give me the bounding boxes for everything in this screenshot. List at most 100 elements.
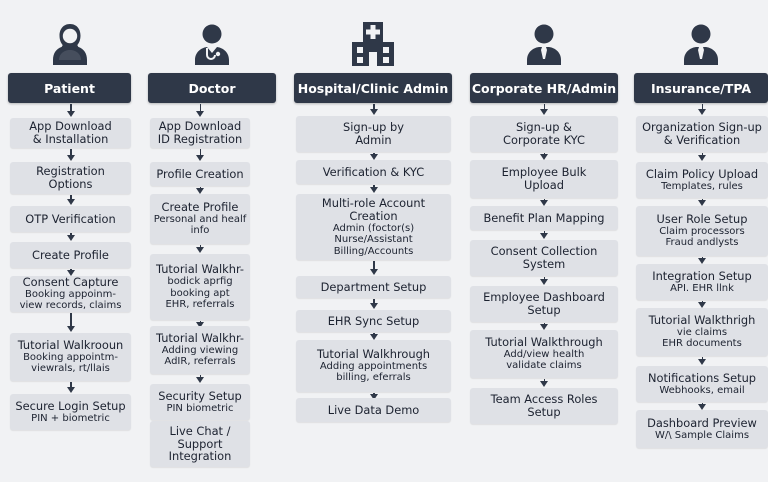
step-detail: Booking appointm- <box>23 351 118 363</box>
step-title: Corporate KYC <box>503 133 585 147</box>
step-title: Sign-up by <box>343 120 404 135</box>
step-title: Create Profile <box>32 247 109 262</box>
step-detail: Fraud andlysts <box>665 237 739 249</box>
step-title: & Verification <box>663 133 741 147</box>
step-title: Sign-up & <box>516 120 572 135</box>
flow-step: Department Setup <box>296 276 451 298</box>
step-title: Consent Collection <box>490 244 598 259</box>
step-title: Tutorial Walkhrough <box>316 347 431 362</box>
step-detail: Claim processors <box>659 225 745 237</box>
step-detail: Nurse/Assistant <box>334 234 413 246</box>
step-title: Benefit Plan Mapping <box>483 210 605 225</box>
step-title: Support <box>177 436 223 451</box>
step-detail: Booking appoinm- <box>25 288 116 300</box>
step-title: Registration <box>36 164 105 179</box>
step-title: Secure Login Setup <box>15 398 126 413</box>
step-title: Security Setup <box>158 388 242 403</box>
step-title: ID Registration <box>157 132 243 146</box>
step-title: OTP Verification <box>25 211 116 226</box>
step-detail: API. EHR llnk <box>670 282 734 294</box>
step-title: Admin <box>355 133 392 147</box>
step-detail: Billing/Accounts <box>333 245 414 257</box>
step-title: Tutorial Walkhr- <box>155 262 245 277</box>
step-title: System <box>522 257 566 271</box>
step-title: Live Chat / <box>169 423 231 438</box>
step-title: Multi-role Account <box>321 195 426 210</box>
flow-step: Create Profile <box>10 242 131 268</box>
step-title: Consent Capture <box>22 275 119 290</box>
role-header: Doctor <box>148 73 276 103</box>
step-detail: Add/view health <box>503 348 585 360</box>
step-detail: Admin (foctor(s) <box>332 222 415 234</box>
step-title: Creation <box>349 208 398 223</box>
hospital-icon <box>294 20 452 66</box>
step-title: Dashboard Preview <box>647 415 757 430</box>
step-title: Live Data Demo <box>327 402 420 417</box>
step-detail: Templates, rules <box>661 180 743 192</box>
step-title: Integration Setup <box>652 268 752 283</box>
step-title: Setup <box>527 405 561 419</box>
role-header: Corporate HR/Admin <box>470 73 618 103</box>
flow-step: Organization Sign-up& Verification <box>636 116 768 152</box>
role-header: Patient <box>8 73 131 103</box>
role-header: Hospital/Clinic Admin <box>294 73 452 103</box>
step-title: Verification & KYC <box>322 164 425 179</box>
step-detail: view records, claims <box>19 300 122 312</box>
flow-step: Profile Creation <box>150 162 250 186</box>
step-title: EHR Sync Setup <box>327 313 420 328</box>
step-title: Claim Policy Upload <box>645 166 759 181</box>
patient-icon <box>8 20 131 66</box>
flow-step: Live Data Demo <box>296 398 451 422</box>
step-title: Tutorial Walkhr- <box>155 331 245 346</box>
flow-step: OTP Verification <box>10 206 131 232</box>
step-detail: validate claims <box>506 360 582 372</box>
step-detail: billing, eferrals <box>336 372 411 384</box>
step-title: App Download <box>158 119 242 134</box>
step-detail: Adding viewing <box>161 344 239 356</box>
step-title: Tutorial Walkthrough <box>485 335 603 350</box>
step-title: Employee Dashboard <box>483 290 605 305</box>
step-detail: bodick aprfig <box>167 276 233 288</box>
hr-admin-icon <box>470 20 618 66</box>
step-title: Organization Sign-up <box>642 120 762 135</box>
step-title: Tutorial Walkthrigh <box>648 313 756 328</box>
step-detail: AdIR, referrals <box>164 356 236 368</box>
step-title: Integration <box>168 449 232 464</box>
step-detail: PIN + biometric <box>31 412 110 424</box>
flow-step: App Download& Installation <box>10 118 131 148</box>
doctor-icon <box>148 20 276 66</box>
step-detail: booking apt <box>170 287 230 299</box>
step-detail: W/\ Sample Claims <box>654 429 750 441</box>
step-detail: EHR, referrals <box>165 299 235 311</box>
role-header: Insurance/TPA <box>634 73 768 103</box>
step-detail: PIN biometric <box>166 402 234 414</box>
step-title: Employee Bulk <box>501 165 587 180</box>
step-title: User Role Setup <box>656 212 748 227</box>
step-title: Tutorial Walkrooun <box>17 338 124 353</box>
step-title: Notifications Setup <box>647 370 757 385</box>
flow-step: Sign-up &Corporate KYC <box>470 116 618 152</box>
flow-step: Benefit Plan Mapping <box>470 206 618 230</box>
step-detail: viewrals, rt/llais <box>31 363 110 375</box>
step-title: & Installation <box>32 132 109 146</box>
step-title: App Download <box>29 119 112 134</box>
step-title: Options <box>48 177 93 191</box>
step-detail: info <box>190 225 210 237</box>
